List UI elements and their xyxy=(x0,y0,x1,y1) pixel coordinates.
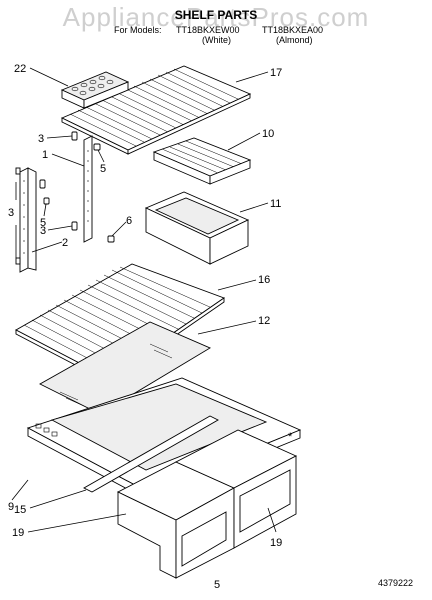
leader-lines xyxy=(11,67,277,533)
callout-9: 9 xyxy=(8,501,14,513)
callout-16: 16 xyxy=(258,274,270,286)
model-white: TT18BKXEW00 xyxy=(176,25,240,35)
doc-number: 4379222 xyxy=(378,578,413,588)
part-19-drawer-right: * xyxy=(174,429,298,549)
callout-12: 12 xyxy=(258,315,270,327)
callout-11: 11 xyxy=(270,198,281,210)
part-11-meat-pan xyxy=(144,191,250,265)
color-almond: (Almond) xyxy=(276,35,313,45)
part-22-egg-tray xyxy=(60,71,130,109)
callout-3-top: 3 xyxy=(38,133,44,145)
part-17-wire-shelf xyxy=(60,65,252,155)
color-white: (White) xyxy=(202,35,231,45)
clip-hardware xyxy=(15,131,115,265)
callout-5-top: 5 xyxy=(100,163,106,175)
callout-5-side: 5 xyxy=(40,217,46,229)
callout-1: 1 xyxy=(42,149,48,161)
watermark: AppliancePartsPros.com xyxy=(63,2,370,32)
callout-22: 22 xyxy=(14,63,26,75)
callouts: 22 17 3 10 1 5 3 5 6 11 3 2 16 12 9 15 1… xyxy=(8,63,282,549)
asterisk-mark: * xyxy=(288,431,293,443)
callout-19-left: 19 xyxy=(12,527,24,539)
callout-3-side: 3 xyxy=(8,207,14,219)
page-number: 5 xyxy=(214,579,220,591)
callout-2: 2 xyxy=(62,237,68,249)
models-prefix: For Models: xyxy=(114,25,162,35)
callout-19-right: 19 xyxy=(270,537,282,549)
part-1-support-rail xyxy=(83,135,93,243)
callout-17: 17 xyxy=(270,67,282,79)
callout-3-lower: 3 xyxy=(40,225,46,237)
part-12-glass-cover xyxy=(39,321,211,415)
part-15-divider xyxy=(83,415,219,493)
page-title: SHELF PARTS xyxy=(175,8,257,22)
part-10-small-shelf xyxy=(152,137,252,185)
callout-10: 10 xyxy=(262,128,274,140)
model-almond: TT18BKXEA00 xyxy=(262,25,323,35)
callout-6: 6 xyxy=(126,215,132,227)
callout-15: 15 xyxy=(14,504,26,516)
part-2-side-rail xyxy=(19,167,37,273)
